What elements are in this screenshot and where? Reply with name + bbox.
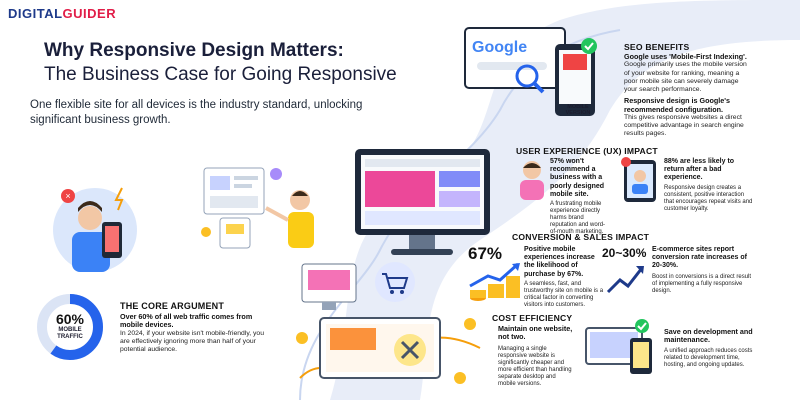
seo-text-block: Google uses 'Mobile-First Indexing'. Goo… xyxy=(624,52,749,139)
ux-stat2-text: Responsive design creates a consistent, … xyxy=(664,184,753,212)
page-title: Why Responsive Design Matters: xyxy=(44,40,344,61)
conversion-arrow-icon xyxy=(606,266,644,294)
conversion-heading: CONVERSION & SALES IMPACT xyxy=(512,232,650,242)
seo-text-2: This gives responsive websites a direct … xyxy=(624,114,744,138)
conversion-stat2-value: 20~30% xyxy=(602,246,647,260)
ux-stat1-text: A frustrating mobile experience directly… xyxy=(550,201,606,236)
seo-text-1: Google primarily uses the mobile version… xyxy=(624,61,747,94)
cost-bold-2: Save on development and maintenance. xyxy=(664,327,753,345)
devices-check-icon xyxy=(585,319,652,374)
brand-logo-part1: DIGITAL xyxy=(8,6,63,21)
cost-block-1: Maintain one website, not two. Managing … xyxy=(498,324,574,388)
core-heading: THE CORE ARGUMENT xyxy=(120,301,225,311)
ux-heading: USER EXPERIENCE (UX) IMPACT xyxy=(516,146,658,156)
svg-text:×: × xyxy=(65,191,70,201)
mobile-version-label: MOBILE VERSION xyxy=(558,104,598,116)
seo-bold-2: Responsive design is Google's recommende… xyxy=(624,96,730,114)
cost-block-2: Save on development and maintenance. A u… xyxy=(664,327,756,369)
conversion-stat1-text: A seamless, fast, and trustworthy site o… xyxy=(524,280,604,308)
brand-logo-part2: GUIDER xyxy=(62,6,117,21)
donut-fill xyxy=(37,294,103,360)
ux-stat2: 88% are less likely to return after a ba… xyxy=(664,158,754,213)
cost-heading: COST EFFICIENCY xyxy=(492,313,573,323)
person-with-phone-illustration: × xyxy=(53,187,137,272)
intro-text: One flexible site for all devices is the… xyxy=(30,99,363,126)
conversion-stat2: E-commerce sites report conversion rate … xyxy=(652,246,752,295)
brand-logo[interactable]: DIGITALGUIDER xyxy=(8,6,116,21)
donut-label-line2: TRAFFIC xyxy=(57,334,83,340)
ux-stat1-bold: 57% won't recommend a business with a po… xyxy=(550,158,605,198)
ux-stat1: 57% won't recommend a business with a po… xyxy=(550,158,612,236)
google-search-logo: Google xyxy=(472,39,528,56)
seo-bold-1: Google uses 'Mobile-First Indexing'. xyxy=(624,52,747,61)
cost-efficiency-illustration xyxy=(296,317,481,384)
cost-text-2: A unified approach reduces costs related… xyxy=(664,347,753,368)
ux-stat2-bold: 88% are less likely to return after a ba… xyxy=(664,158,735,182)
mobile-version-label-line1: MOBILE xyxy=(567,104,589,110)
mobile-version-label-line2: VERSION xyxy=(565,110,591,116)
shop-illustration xyxy=(301,262,415,310)
donut-label-line1: MOBILE xyxy=(58,327,82,333)
core-block: Over 60% of all web traffic comes from m… xyxy=(120,312,270,354)
seo-illustration xyxy=(464,27,597,116)
central-monitor-illustration xyxy=(355,149,490,255)
page-subtitle-title: The Business Case for Going Responsive xyxy=(44,64,397,85)
wireframe-illustration xyxy=(201,167,314,249)
coins-growth-icon xyxy=(469,262,520,301)
donut-value: 60% xyxy=(55,311,85,327)
ux-loyal-customer-icon xyxy=(621,157,656,202)
conversion-stat1-value: 67% xyxy=(468,244,503,263)
ux-person-icon xyxy=(520,161,544,200)
conversion-stat1: Positive mobile experiences increase the… xyxy=(524,246,604,309)
conversion-stat2-bold: E-commerce sites report conversion rate … xyxy=(652,246,747,270)
core-text: In 2024, if your website isn't mobile-fr… xyxy=(120,329,264,354)
core-bold: Over 60% of all web traffic comes from m… xyxy=(120,312,253,330)
conversion-stat2-text: Boost in conversions is a direct result … xyxy=(652,273,752,294)
conversion-stat1-bold: Positive mobile experiences increase the… xyxy=(524,246,595,278)
cost-bold-1: Maintain one website, not two. xyxy=(498,324,573,342)
seo-heading: SEO BENEFITS xyxy=(624,42,690,52)
cost-text-1: Managing a single responsive website is … xyxy=(498,345,572,387)
mobile-traffic-donut xyxy=(37,294,103,360)
donut-label: 60% MOBILE TRAFFIC xyxy=(34,312,106,341)
